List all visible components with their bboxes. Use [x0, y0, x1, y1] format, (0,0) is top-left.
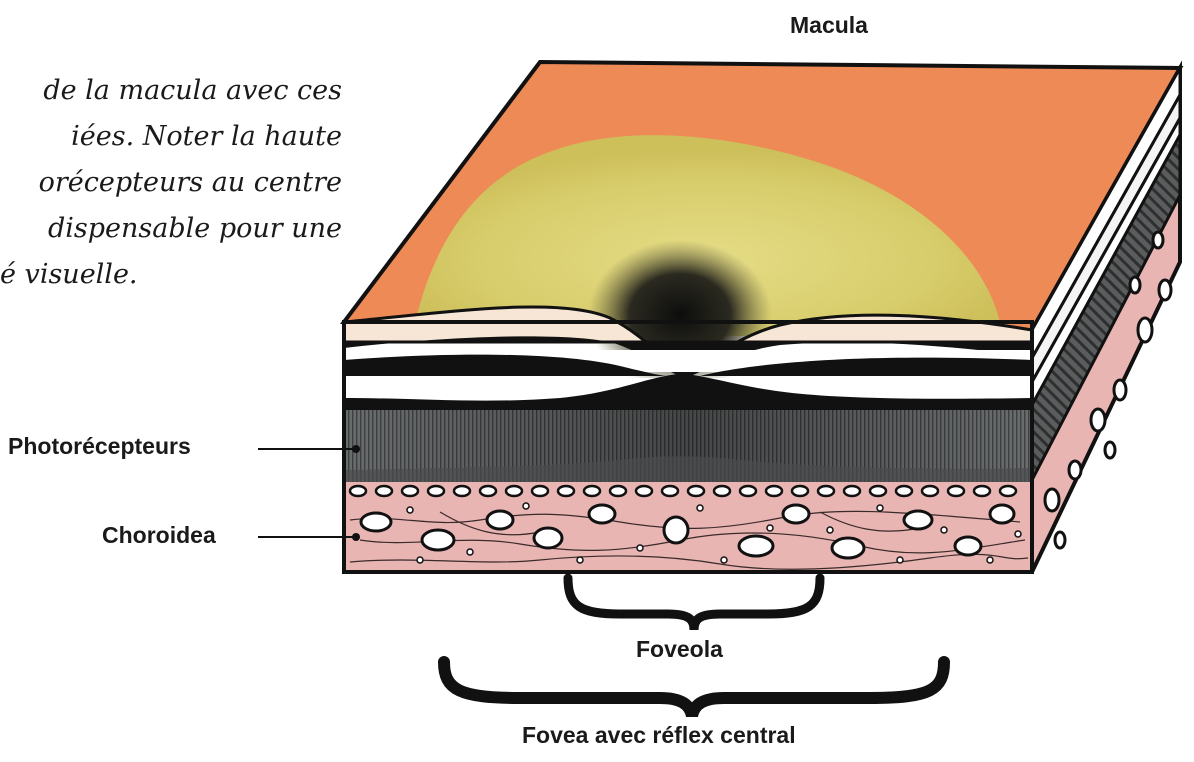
label-foveola: Foveola	[636, 636, 723, 663]
label-choroid: Choroidea	[102, 522, 216, 549]
label-photoreceptors: Photorécepteurs	[8, 433, 191, 460]
foveola-brace	[568, 578, 820, 630]
caption-line-1: de la macula avec ces	[0, 68, 342, 114]
label-fovea: Fovea avec réflex central	[522, 722, 796, 749]
fovea-brace	[444, 662, 944, 716]
caption-line-5: é visuelle.	[0, 252, 342, 298]
label-macula: Macula	[790, 12, 868, 39]
caption-line-3: orécepteurs au centre	[0, 160, 342, 206]
figure-caption: de la macula avec ces iées. Noter la hau…	[0, 68, 342, 298]
caption-line-2: iées. Noter la haute	[0, 114, 342, 160]
caption-line-4: dispensable pour une	[0, 206, 342, 252]
label-leader-lines	[258, 449, 356, 537]
